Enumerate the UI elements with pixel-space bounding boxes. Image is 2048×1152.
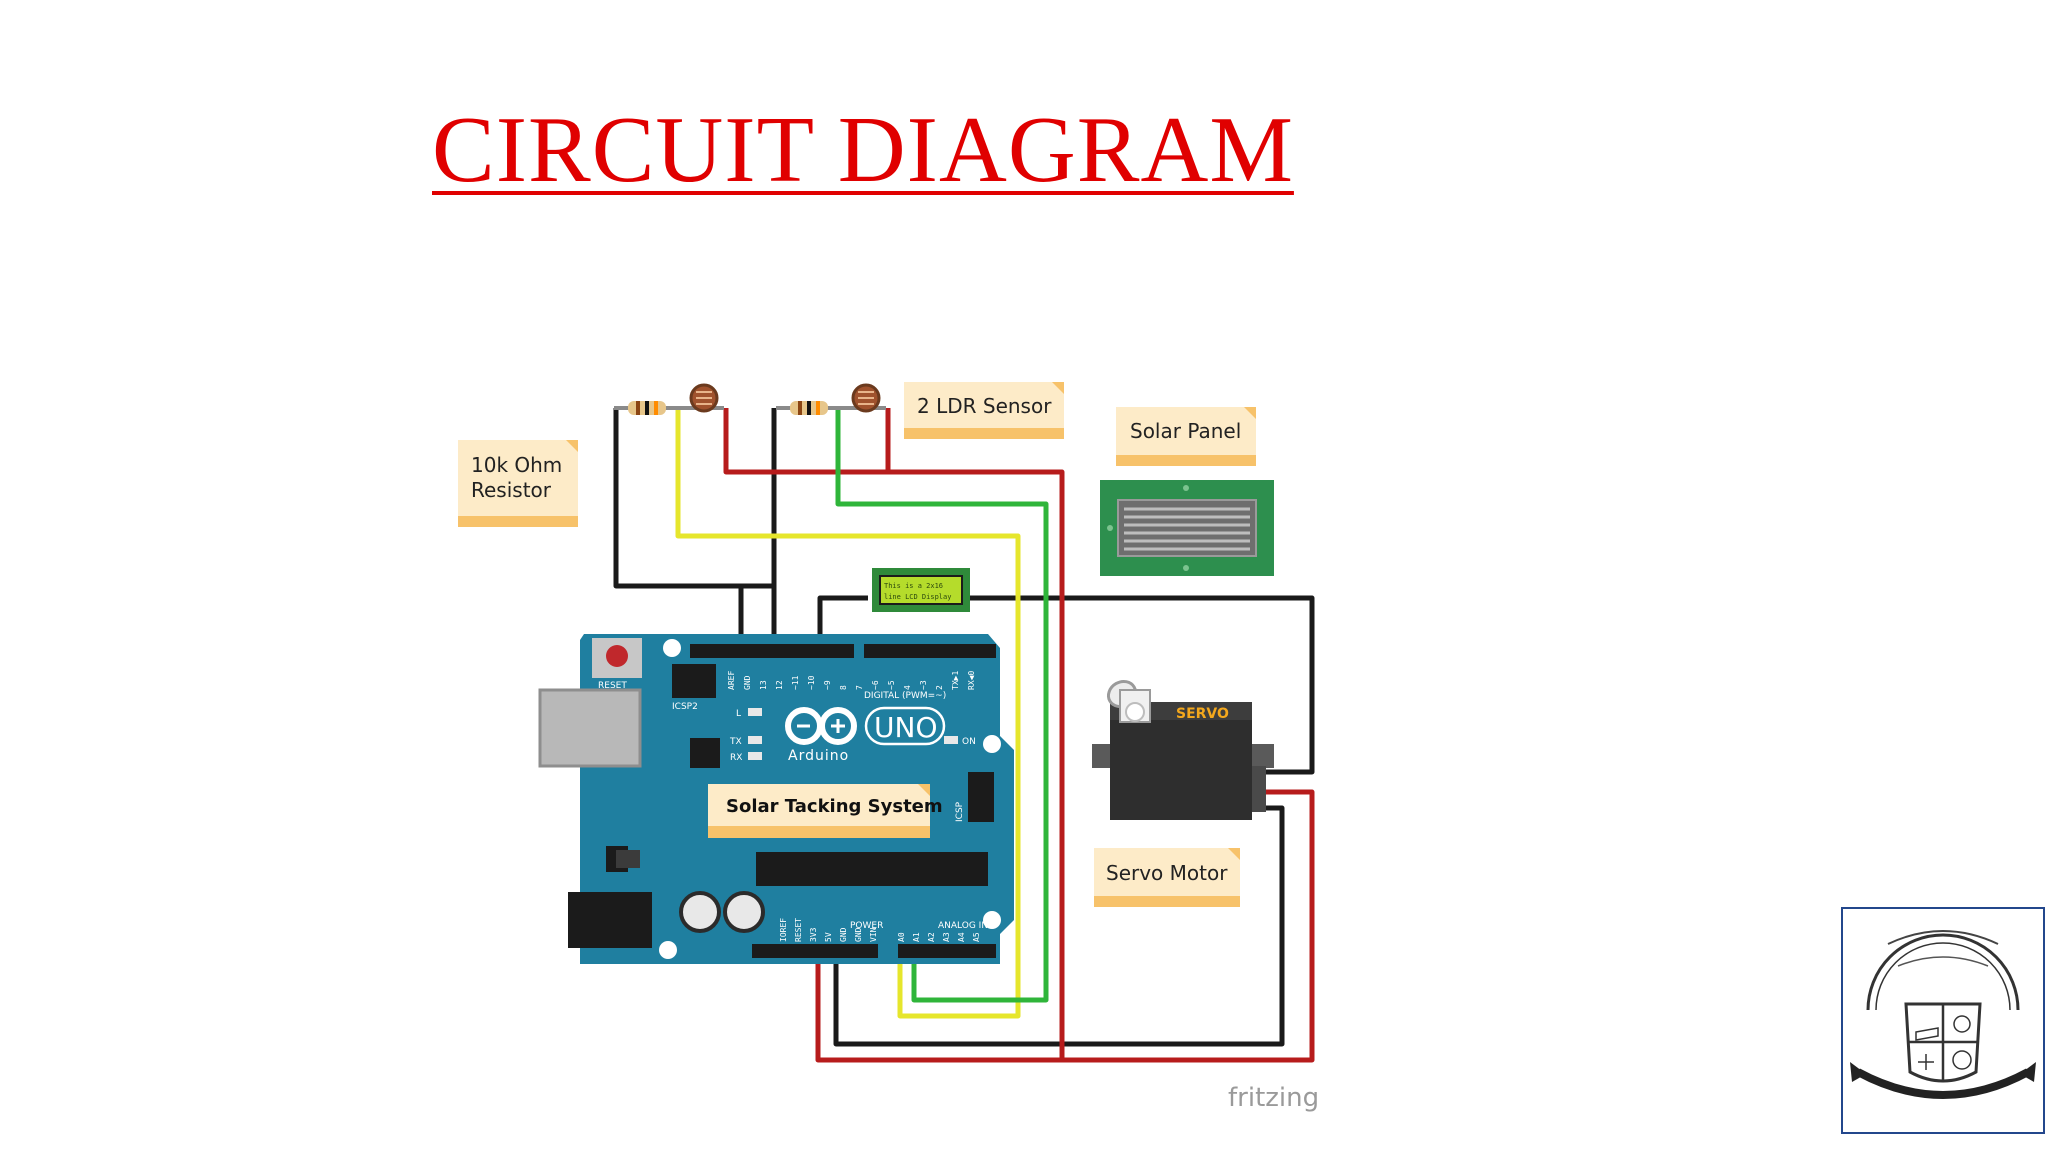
wire-red-5v bbox=[815, 789, 1315, 1063]
slide-title: CIRCUIT DIAGRAM bbox=[432, 98, 1294, 202]
power-pin-label-3: 5V bbox=[824, 932, 833, 942]
wire-red-ldr-left bbox=[723, 408, 1065, 1060]
digital-pin-label-2: 13 bbox=[759, 680, 768, 690]
analog-pin-label-5: A5 bbox=[972, 932, 981, 942]
digital-pin-label-5: ~10 bbox=[807, 675, 816, 690]
digital-pin-label-4: ~11 bbox=[791, 675, 800, 690]
analog-pin-label-1: A1 bbox=[912, 932, 921, 942]
digital-pin-label-13: 2 bbox=[935, 685, 944, 690]
wire-green-signal bbox=[835, 408, 1049, 1003]
resistor-note: 10k Ohm Resistor bbox=[458, 440, 578, 527]
analog-pin-label-3: A3 bbox=[942, 932, 951, 942]
reset-label: RESET bbox=[598, 681, 627, 691]
solar-panel bbox=[1100, 480, 1274, 576]
icsp-label: ICSP bbox=[955, 801, 965, 822]
icsp2-label: ICSP2 bbox=[672, 702, 698, 712]
digital-pin-label-14: TX▶1 bbox=[951, 671, 960, 690]
resistor-note-line2: Resistor bbox=[471, 478, 552, 502]
power-label: POWER bbox=[850, 921, 883, 931]
arduino-maker-label: Arduino bbox=[788, 748, 849, 764]
servo-label: SERVO bbox=[1176, 706, 1229, 722]
solar-panel-note-label: Solar Panel bbox=[1130, 419, 1241, 443]
servo-motor: SERVO bbox=[1092, 679, 1274, 820]
servo-motor-note: Servo Motor bbox=[1094, 848, 1240, 907]
arduino-logo bbox=[785, 707, 857, 745]
led-rx-label: RX bbox=[730, 753, 742, 763]
digital-label: DIGITAL (PWM=~) bbox=[864, 691, 946, 701]
ldr-note: 2 LDR Sensor bbox=[904, 382, 1064, 439]
led-on-label: ON bbox=[962, 737, 976, 747]
lcd-line2: line LCD Display bbox=[884, 593, 951, 601]
digital-pin-label-9: ~6 bbox=[871, 680, 880, 690]
power-pin-label-2: 3V3 bbox=[809, 927, 818, 942]
digital-pin-label-15: RX◀0 bbox=[967, 671, 976, 690]
wire-black-ldr-left bbox=[613, 408, 774, 589]
ldr-left-assembly bbox=[614, 383, 724, 415]
power-pin-label-6: VIN bbox=[869, 927, 878, 942]
uno-label: UNO bbox=[874, 711, 937, 744]
led-tx-label: TX bbox=[729, 737, 742, 747]
ldr-right-assembly bbox=[776, 383, 886, 415]
fritzing-watermark: fritzing bbox=[1228, 1083, 1319, 1113]
system-note: Solar Tacking System bbox=[708, 784, 943, 838]
power-pin-label-4: GND bbox=[839, 927, 848, 942]
analog-pin-label-2: A2 bbox=[927, 932, 936, 942]
analog-pin-label-4: A4 bbox=[957, 932, 966, 942]
lcd-line1: This is a 2x16 bbox=[884, 582, 943, 590]
digital-pin-label-3: 12 bbox=[775, 680, 784, 690]
digital-pin-label-12: ~3 bbox=[919, 680, 928, 690]
analog-pin-label-0: A0 bbox=[897, 932, 906, 942]
digital-pin-label-0: AREF bbox=[727, 671, 736, 690]
wire-black-servo bbox=[970, 595, 1315, 775]
power-pin-label-5: GND bbox=[854, 927, 863, 942]
digital-pin-label-8: 7 bbox=[855, 685, 864, 690]
ldr-note-label: 2 LDR Sensor bbox=[917, 394, 1052, 418]
wire-black-lcd bbox=[817, 595, 868, 644]
servo-motor-note-label: Servo Motor bbox=[1106, 861, 1228, 885]
solar-panel-note: Solar Panel bbox=[1116, 407, 1256, 466]
led-l-label: L bbox=[736, 709, 741, 719]
university-logo bbox=[1841, 907, 2045, 1134]
digital-pin-label-11: 4 bbox=[903, 685, 912, 690]
analog-label: ANALOG IN bbox=[938, 921, 988, 931]
digital-pin-label-6: ~9 bbox=[823, 680, 832, 690]
wire-yellow-signal bbox=[675, 408, 1021, 1019]
digital-pin-label-10: ~5 bbox=[887, 680, 896, 690]
digital-pin-label-1: GND bbox=[743, 675, 752, 690]
wire-black-bottom bbox=[833, 805, 1285, 1047]
digital-pin-label-7: 8 bbox=[839, 685, 848, 690]
resistor-note-line1: 10k Ohm bbox=[471, 453, 562, 477]
power-pin-label-0: IOREF bbox=[779, 918, 788, 942]
lcd-display: This is a 2x16 line LCD Display bbox=[872, 568, 970, 612]
system-note-label: Solar Tacking System bbox=[726, 796, 943, 817]
power-pin-label-1: RESET bbox=[794, 918, 803, 942]
